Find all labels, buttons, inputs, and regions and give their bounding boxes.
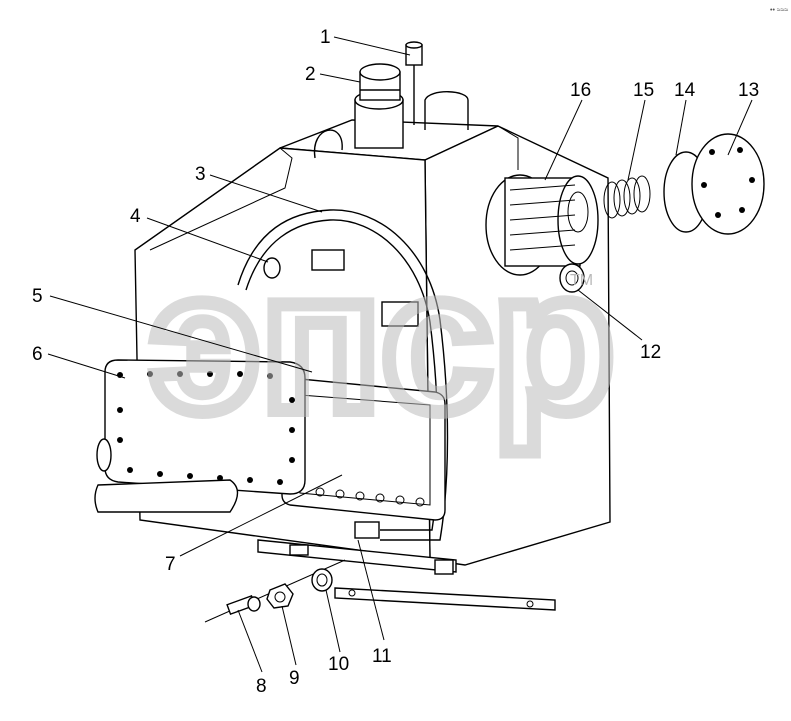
plug [559,263,585,293]
filler-neck [354,63,404,149]
callout-8: 8 [256,676,267,697]
callout-15: 15 [633,80,654,101]
callout-16: 16 [570,80,591,101]
drain-plug-magnetic [311,568,333,592]
callout-10: 10 [328,654,349,675]
filter-element [485,174,599,276]
callout-13: 13 [738,80,759,101]
watermark-tm: TM [570,272,593,289]
temperature-sensor [226,594,261,616]
drain-boss [354,521,380,539]
watermark: эпср [150,230,615,453]
return-pipe [237,209,449,541]
pipe-clamp [311,249,345,271]
callout-1: 1 [320,27,331,48]
callout-5: 5 [32,286,43,307]
pipe-fitting [263,257,281,279]
spring [603,175,651,219]
suction-pipe [94,479,239,513]
callout-3: 3 [195,164,206,185]
pipe-end [96,438,112,472]
breather [405,41,423,125]
callout-12: 12 [640,342,661,363]
cover-plate [104,359,306,495]
leader-lines [47,36,753,673]
callout-14: 14 [674,80,696,101]
left-handle [313,129,343,159]
filter-cover [691,133,765,235]
callout-6: 6 [32,344,43,365]
callout-2: 2 [305,64,316,85]
corner-mark: •• ≈≈≈ [770,7,789,14]
bolt-row [315,487,425,507]
callout-7: 7 [165,554,176,575]
callout-11: 11 [372,646,392,667]
pipe-clamp [381,301,419,327]
callout-labels: 1 2 3 4 5 6 7 8 9 10 11 12 13 14 15 16 [32,27,759,697]
drain-nut [266,583,294,609]
right-handle [424,91,469,130]
callout-4: 4 [130,206,141,227]
callout-9: 9 [289,668,300,689]
